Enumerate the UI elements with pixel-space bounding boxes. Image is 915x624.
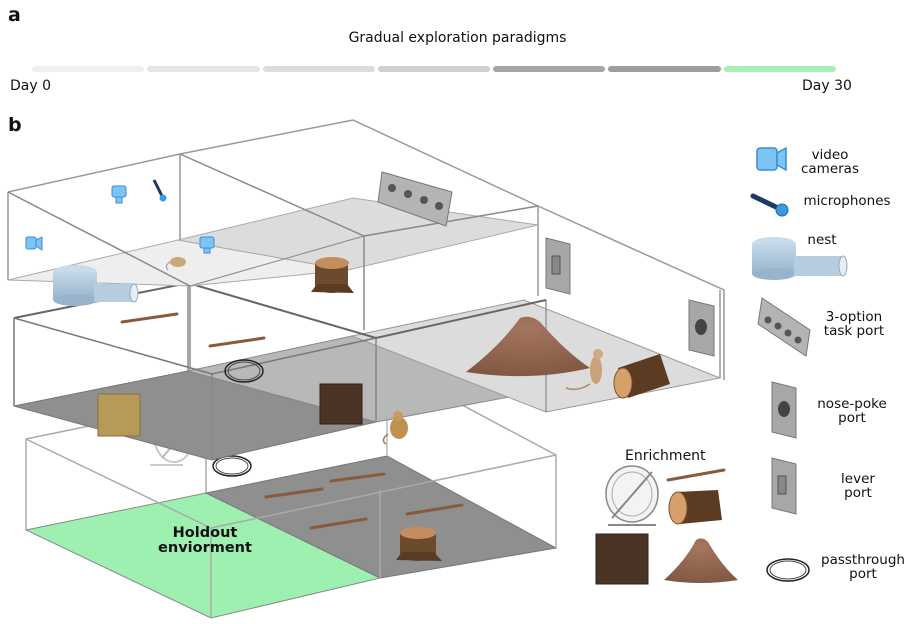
nose-poke-port-icon xyxy=(771,381,797,439)
lever-port-icon xyxy=(545,237,571,295)
mouse-icon xyxy=(382,411,408,445)
three-option-task-port-icon xyxy=(757,297,811,357)
legend-label-task-port: 3-option task port xyxy=(823,309,885,339)
passthrough-ring-icon xyxy=(212,455,252,477)
timeline-segment xyxy=(493,66,606,72)
legend-label-microphones: microphones xyxy=(803,193,891,209)
passthrough-ring-icon xyxy=(224,359,264,383)
bedding-icon xyxy=(97,393,141,437)
panel-a-letter: a xyxy=(8,4,21,26)
timeline-segment xyxy=(32,66,145,72)
nose-poke-port-icon xyxy=(688,299,715,357)
nest-icon xyxy=(752,237,848,280)
timeline-segment xyxy=(608,66,721,72)
mouse-icon xyxy=(565,349,603,391)
panel-b-letter: b xyxy=(8,114,22,136)
enrichment-group xyxy=(595,465,738,585)
video-camera-icon xyxy=(756,146,787,172)
dirt-mound-icon xyxy=(664,538,738,583)
three-option-task-port-icon xyxy=(377,171,453,227)
wheel-icon xyxy=(605,465,659,526)
legend-label-passthrough-port: passthrough port xyxy=(821,552,905,582)
day-end-label: Day 30 xyxy=(802,78,852,94)
stick-icon xyxy=(120,312,266,348)
timeline-segment xyxy=(723,66,836,72)
video-camera-icon xyxy=(199,236,215,254)
legend-label-nest: nest xyxy=(807,232,837,248)
microphone-icon xyxy=(152,179,167,202)
legend-icons xyxy=(750,146,848,582)
timeline-segment xyxy=(377,66,491,72)
legend-label-lever-port: lever port xyxy=(841,471,875,501)
lever-port-icon xyxy=(771,457,797,515)
timeline-segment xyxy=(147,66,260,72)
stick-icon xyxy=(264,472,464,530)
nest-icon xyxy=(53,265,139,306)
log-icon xyxy=(668,490,722,525)
dark-bedding-icon xyxy=(319,383,363,425)
timeline-segment xyxy=(262,66,375,72)
legend-label-nose-poke-port: nose-poke port xyxy=(817,396,887,426)
dirt-mound-icon xyxy=(466,316,590,377)
middle-tier xyxy=(13,281,722,461)
stump-icon xyxy=(396,527,442,561)
video-camera-icon xyxy=(111,185,127,204)
log-icon xyxy=(613,354,670,399)
legend-label-video-cameras: video cameras xyxy=(800,147,859,177)
stick-icon xyxy=(666,468,726,482)
microphone-icon xyxy=(750,193,789,217)
holdout-environment-label: Holdout enviorment xyxy=(158,525,252,556)
mouse-icon xyxy=(165,257,186,271)
bottom-tier xyxy=(24,364,558,619)
day-start-label: Day 0 xyxy=(10,78,52,94)
timeline-title: Gradual exploration paradigms xyxy=(348,30,567,46)
stump-icon xyxy=(311,257,354,293)
passthrough-port-icon xyxy=(766,558,810,582)
enrichment-title: Enrichment xyxy=(625,448,706,464)
top-tier xyxy=(7,119,725,380)
dark-bedding-icon xyxy=(595,533,649,585)
video-camera-icon xyxy=(25,236,43,251)
